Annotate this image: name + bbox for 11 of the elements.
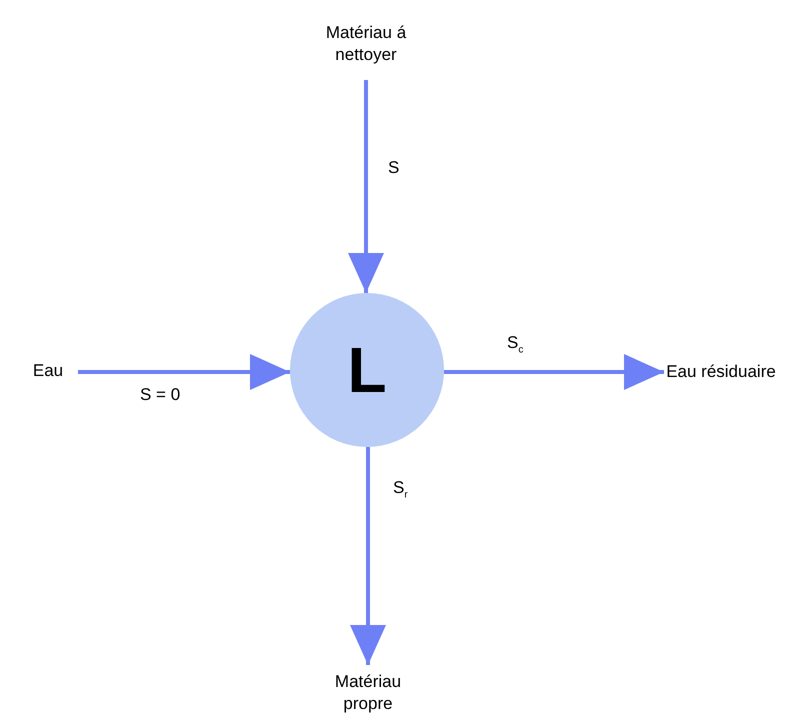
flow-label: Matériau propre bbox=[313, 665, 423, 721]
flow-label: Matériau á nettoyer bbox=[311, 8, 421, 80]
arrow bbox=[444, 354, 664, 390]
arrow bbox=[350, 447, 386, 665]
flow-label: Eau bbox=[18, 356, 78, 386]
edge-label: S$_{r}$ bbox=[393, 478, 408, 500]
edge-label: S$_{c}$ bbox=[507, 333, 524, 356]
process-circle: L bbox=[290, 293, 444, 447]
arrow bbox=[78, 354, 290, 390]
arrow bbox=[348, 80, 384, 293]
flow-label: Eau résiduaire bbox=[664, 342, 778, 402]
